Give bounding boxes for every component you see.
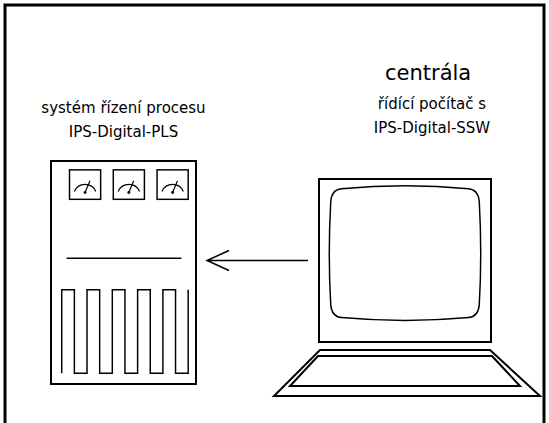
keyboard-outline bbox=[274, 350, 540, 396]
location-label: centrála bbox=[385, 60, 471, 86]
cabinet-drawing bbox=[52, 162, 195, 383]
outer-frame bbox=[5, 5, 544, 423]
monitor-screen bbox=[329, 186, 480, 321]
gauge bbox=[70, 170, 101, 199]
node-heading: systém řízení procesu IPS-Digital-PLS bbox=[9, 96, 239, 144]
control-arrow bbox=[207, 251, 308, 271]
keyboard-keys bbox=[290, 356, 520, 386]
monitor-drawing bbox=[320, 180, 490, 341]
frame-line bbox=[5, 5, 544, 423]
gauge bbox=[157, 170, 188, 199]
control-computer: řídící počítač s IPS-Digital-SSW bbox=[318, 178, 492, 343]
gauge bbox=[113, 170, 144, 199]
node-heading: řídící počítač s IPS-Digital-SSW bbox=[337, 92, 527, 140]
terminal-strip bbox=[62, 290, 188, 373]
panel-divider bbox=[67, 258, 182, 259]
process-control-cabinet: systém řízení procesu IPS-Digital-PLS bbox=[50, 160, 197, 385]
keyboard bbox=[274, 350, 540, 396]
